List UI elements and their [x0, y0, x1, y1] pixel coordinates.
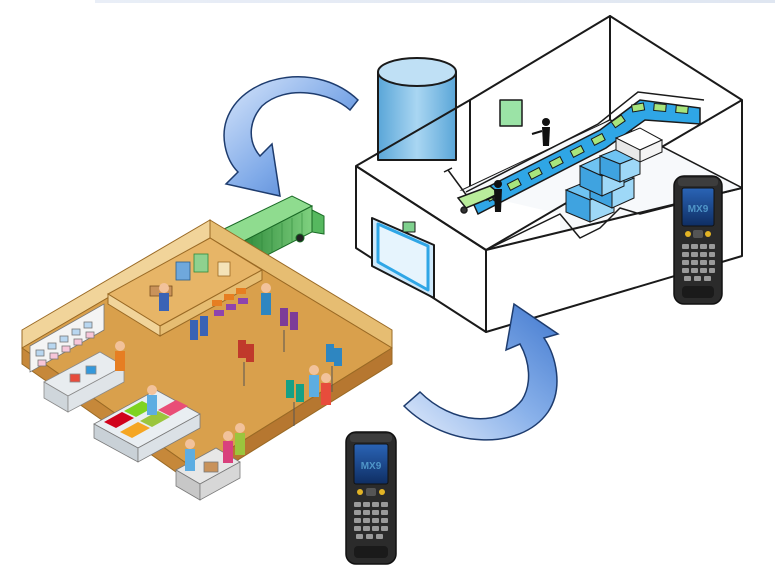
- warehouse-door: [371, 217, 435, 299]
- store-icon: [21, 219, 393, 501]
- curved-arrow-icon: [402, 302, 560, 441]
- clothing-rack: [190, 288, 342, 426]
- shopper-icon: [115, 283, 331, 471]
- conveyor-belt: [465, 91, 705, 216]
- produce-stand: [93, 389, 201, 463]
- wall-shelves: [29, 303, 105, 373]
- scanner-icon: MX9: [673, 175, 723, 305]
- scanner-icon: MX9: [345, 431, 397, 565]
- stacked-boxes-icon: [564, 127, 664, 223]
- scanner-label: MX9: [361, 461, 382, 472]
- stock-room: [107, 237, 263, 337]
- scanner-label: MX9: [688, 204, 709, 215]
- storage-tank-icon: [377, 57, 457, 161]
- worker-icon: [531, 118, 550, 146]
- top-rule: [95, 0, 775, 3]
- worker-icon: [485, 180, 502, 212]
- counter: [43, 351, 125, 413]
- curved-arrow-icon: [223, 76, 360, 197]
